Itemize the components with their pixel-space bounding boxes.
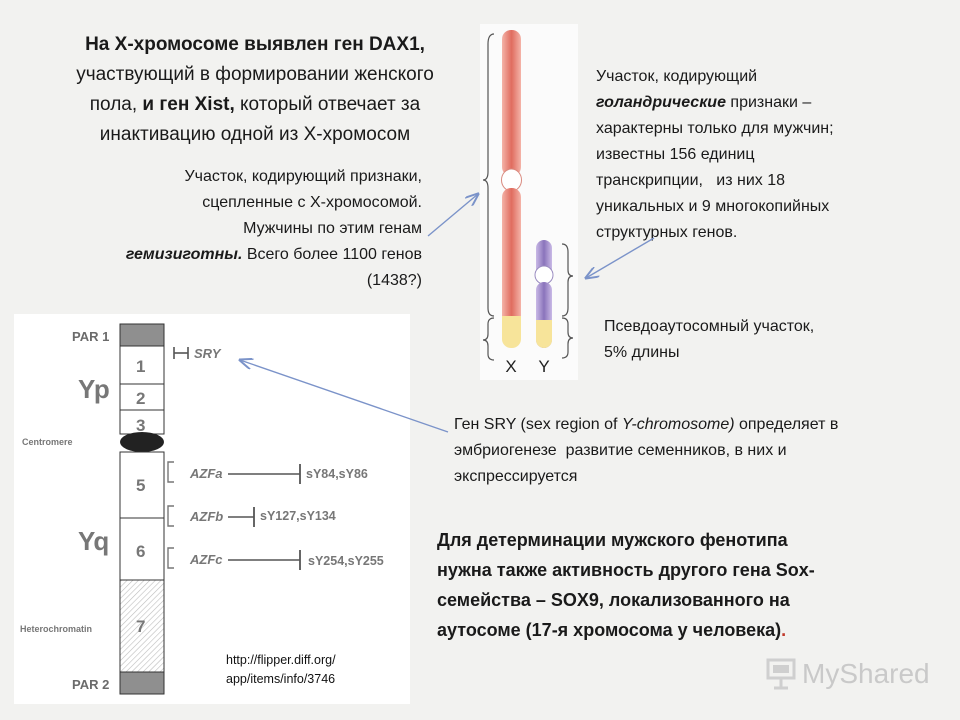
band-1-label: 1 — [136, 357, 145, 376]
x-note-line-5: (1438?) — [366, 272, 422, 289]
azfc-bracket — [167, 547, 174, 569]
par2-label: PAR 2 — [72, 677, 109, 692]
azfa-label: AZFa — [189, 466, 223, 481]
title-line-1: На Х-хромосоме выявлен ген DAX1, — [85, 34, 425, 55]
title-line-3c: который отвечает за — [234, 94, 421, 115]
par1-band — [119, 323, 165, 347]
yp-label: Yp — [78, 374, 110, 404]
x-note-line-4: гемизиготны. Всего более 1100 генов — [70, 242, 422, 268]
pseudo-note-line-2: 5% длины — [604, 344, 680, 361]
y-note-line-7: структурных генов. — [596, 224, 738, 241]
x-note-arrow — [427, 194, 478, 237]
band-6-label: 6 — [136, 542, 145, 561]
y-centromere — [534, 265, 554, 285]
x-pseudo-brace — [482, 317, 495, 361]
slide-title: На Х-хромосоме выявлен ген DAX1, участву… — [40, 30, 470, 150]
title-line-3a: пола, — [89, 94, 143, 115]
centromere-marker — [120, 432, 164, 452]
y-right-brace — [561, 243, 574, 317]
sox-note-line-2: нужна также активность другого гена Sox- — [437, 560, 815, 580]
azfa-markers: sY84,sY86 — [306, 467, 368, 481]
source-url-line-1[interactable]: http://flipper.diff.org/ — [226, 653, 336, 667]
azfa-bracket — [167, 461, 174, 483]
presentation-icon — [766, 658, 796, 690]
chromosome-photo: X Y — [480, 24, 578, 380]
y-note-line-3: характерны только для мужчин; — [596, 120, 834, 137]
x-linked-note: Участок, кодирующий признаки, сцепленные… — [70, 164, 422, 294]
sox-note-line-1: Для детерминации мужского фенотипа — [437, 530, 788, 550]
x-short-arm — [502, 30, 521, 176]
title-line-3: пола, и ген Xist, который отвечает за — [40, 90, 470, 120]
sry-note-line-1a: Ген SRY (sex region of — [454, 416, 622, 433]
y-chromosome-map: PAR 1 1 2 3 Centromere Yp Yq 5 6 7 — [14, 314, 410, 704]
azfb-bracket — [167, 505, 174, 527]
y-note-line-4: известны 156 единиц — [596, 146, 755, 163]
band-3-label: 3 — [136, 416, 145, 435]
band-7-label: 7 — [136, 617, 145, 636]
band-3 — [119, 409, 165, 435]
y-map-diagram: PAR 1 1 2 3 Centromere Yp Yq 5 6 7 — [20, 323, 384, 695]
pseudo-note-line-1: Псевдоаутосомный участок, — [604, 318, 815, 335]
sry-note-line-3: экспрессируется — [454, 468, 578, 485]
x-note-hemizygous: гемизиготны. — [125, 246, 243, 263]
y-note-holandric: голандрические — [596, 94, 726, 111]
x-left-brace — [482, 33, 495, 317]
y-pseudo-brace — [561, 317, 574, 359]
azfc-markers: sY254,sY255 — [308, 554, 384, 568]
x-note-line-2: сцепленные с Х-хромосомой. — [202, 194, 422, 211]
sox-note-period: . — [781, 620, 787, 640]
band-5 — [119, 451, 165, 519]
band-5-label: 5 — [136, 476, 145, 495]
band-1 — [119, 345, 165, 385]
sox-note-line-4: аутосоме (17-я хромосома у человека). — [437, 615, 907, 645]
source-url-line-2[interactable]: app/items/info/3746 — [226, 672, 336, 686]
sry-note-italic: Y-chromosome) — [621, 416, 735, 433]
x-note-line-3: Мужчины по этим генам — [243, 220, 422, 237]
sry-note-line-1b: определяет в — [734, 416, 839, 433]
azfb-label: AZFb — [189, 509, 223, 524]
band-2 — [119, 383, 165, 411]
y-label: Y — [538, 357, 549, 376]
par1-label: PAR 1 — [72, 329, 109, 344]
heterochromatin-label: Heterochromatin — [20, 624, 92, 634]
band-6 — [119, 517, 165, 581]
y-note-line-2-text: признаки – — [725, 94, 812, 111]
pseudoautosomal-note: Псевдоаутосомный участок, 5% длины — [604, 314, 904, 366]
sox-note-line-3: семейства – SOX9, локализованного на — [437, 590, 790, 610]
y-note-line-1: Участок, кодирующий — [596, 68, 758, 85]
x-label: X — [505, 357, 516, 376]
myshared-logo: MyShared — [766, 654, 930, 694]
source-url[interactable]: http://flipper.diff.org/ app/items/info/… — [226, 651, 386, 689]
y-note-line-2: голандрические признаки – — [596, 90, 916, 116]
azfb-markers: sY127,sY134 — [260, 509, 336, 523]
y-pseudo-tip-fill — [536, 320, 552, 330]
watermark-text: MyShared — [802, 658, 930, 689]
y-note-line-5: транскрипции, из них 18 — [596, 172, 786, 189]
centromere-label: Centromere — [22, 437, 73, 447]
x-note-line-4-text: Всего более 1100 генов — [242, 246, 422, 263]
sry-note-line-1: Ген SRY (sex region of Y-chromosome) опр… — [454, 412, 934, 438]
par2-band — [119, 671, 165, 695]
x-note-line-1: Участок, кодирующий признаки, — [184, 168, 423, 185]
y-linked-note: Участок, кодирующий голандрические призн… — [596, 64, 916, 246]
yq-label: Yq — [78, 526, 109, 556]
sry-gene-label: SRY — [194, 346, 222, 361]
sry-note: Ген SRY (sex region of Y-chromosome) опр… — [454, 412, 934, 490]
title-xist: и ген Xist, — [142, 94, 235, 115]
azfc-label: AZFc — [189, 552, 223, 567]
x-centromere — [501, 168, 522, 192]
x-pseudo-tip-fill — [502, 316, 521, 326]
band-2-label: 2 — [136, 389, 145, 408]
x-long-arm — [502, 188, 521, 336]
sox-note-line-4-text: аутосоме (17-я хромосома у человека) — [437, 620, 782, 640]
band-7-heterochromatin — [119, 579, 165, 673]
xy-chromosome-image: X Y — [482, 30, 574, 376]
title-line-4: инактивацию одной из Х-хромосом — [99, 124, 411, 145]
sox9-note: Для детерминации мужского фенотипа нужна… — [437, 525, 907, 645]
y-note-line-6: уникальных и 9 многокопийных — [596, 198, 830, 215]
sry-note-line-2: эмбриогенезе развитие семенников, в них … — [454, 442, 787, 459]
title-line-2: участвующий в формировании женского — [76, 64, 434, 85]
